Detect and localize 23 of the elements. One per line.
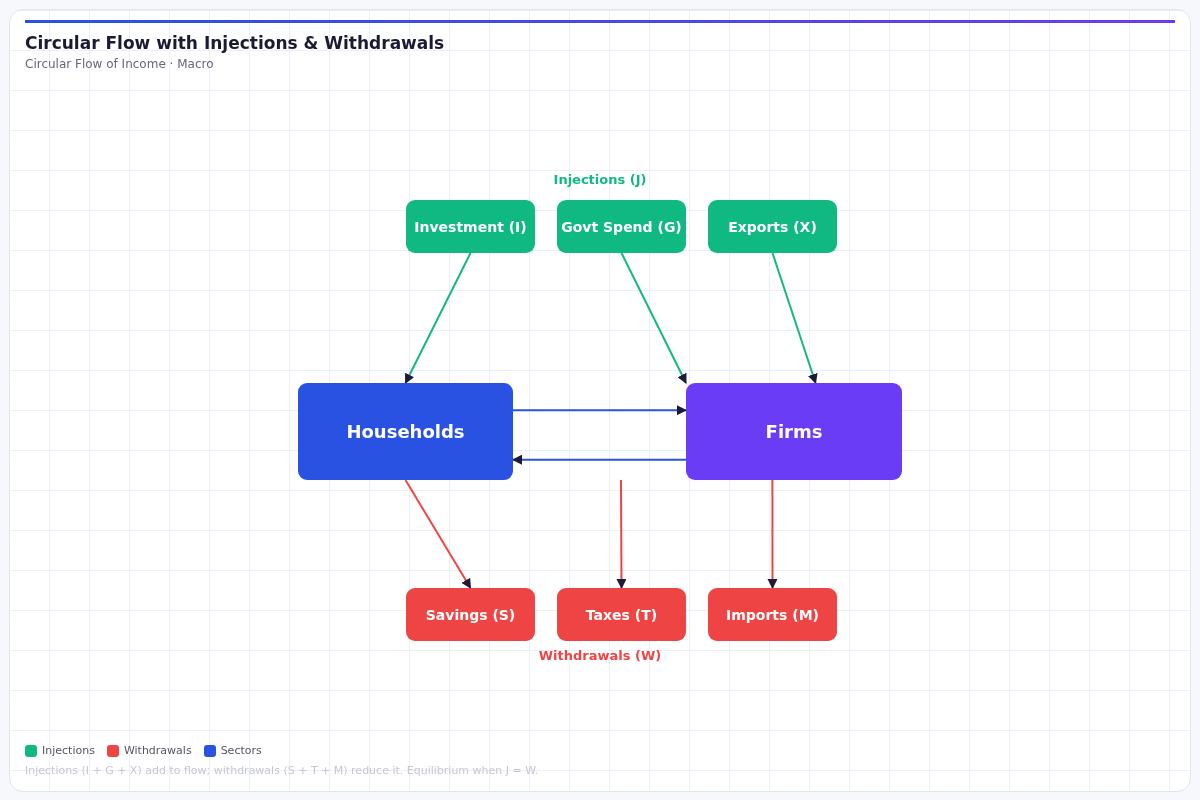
arrow	[620, 252, 687, 384]
arrow	[767, 479, 778, 589]
arrow	[512, 405, 687, 416]
arrow	[771, 252, 818, 384]
sector-box: Firms	[686, 383, 902, 480]
withdrawal-box: Taxes (T)	[557, 588, 686, 641]
legend-label: Withdrawals	[123, 744, 192, 757]
sector-box: Households	[298, 383, 513, 480]
injection-box: Investment (I)	[406, 200, 535, 253]
legend-label: Injections	[42, 744, 95, 757]
group-label: Withdrawals (W)	[538, 648, 662, 663]
withdrawal-box: Savings (S)	[406, 588, 535, 641]
arrow	[616, 479, 627, 589]
arrow	[404, 479, 472, 589]
withdrawal-box: Imports (M)	[708, 588, 837, 641]
diagram-title: Circular Flow with Injections & Withdrawals	[25, 33, 445, 53]
group-label: Injections (J)	[553, 172, 647, 187]
arrow	[512, 454, 687, 465]
legend-label: Sectors	[220, 744, 262, 757]
subtitle: Circular Flow of Income · Macro	[25, 57, 214, 71]
injection-box: Govt Spend (G)	[557, 200, 686, 253]
arrow	[404, 252, 472, 384]
injection-box: Exports (X)	[708, 200, 837, 253]
